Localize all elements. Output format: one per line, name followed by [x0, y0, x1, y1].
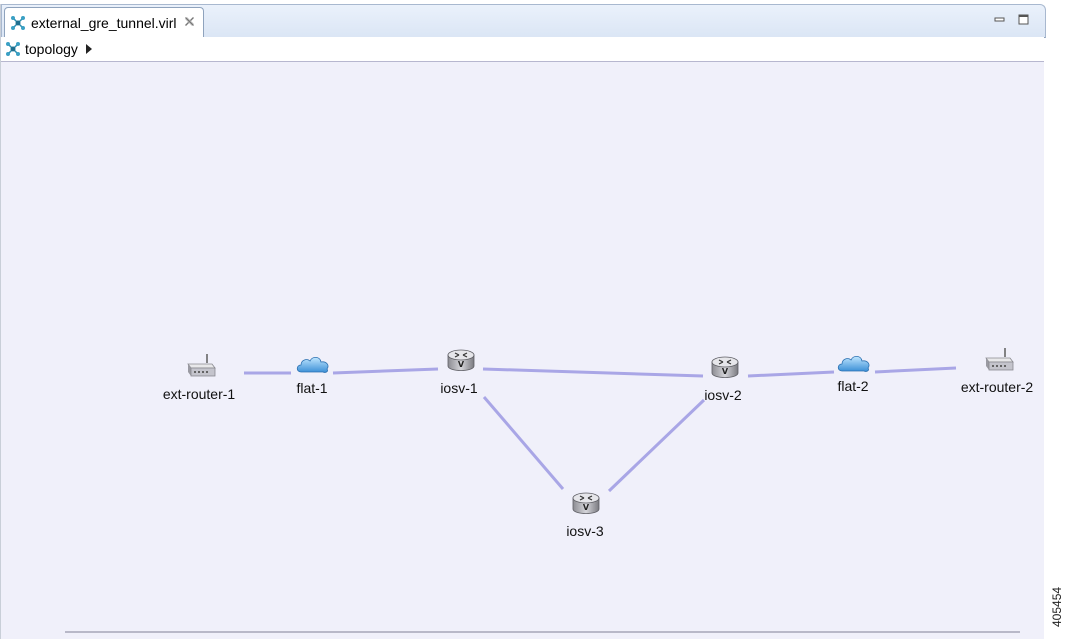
- figure-id: 405454: [1050, 586, 1064, 627]
- node-label: flat-1: [296, 380, 328, 396]
- horizontal-scrollbar[interactable]: [65, 631, 1020, 633]
- link-flat-1-iosv-1: [332, 367, 439, 375]
- tab-title: external_gre_tunnel.virl: [31, 15, 177, 31]
- minimize-icon[interactable]: [994, 12, 1005, 23]
- link-iosv-3-iosv-2: [607, 398, 706, 493]
- node-label: ext-router-1: [162, 386, 236, 402]
- topology-icon: [10, 15, 26, 31]
- external-router-icon: [985, 348, 1014, 371]
- node-flat-2[interactable]: [836, 352, 872, 374]
- node-label: flat-2: [837, 378, 869, 394]
- external-router-icon: [187, 354, 216, 377]
- link-iosv-1-iosv-3: [482, 396, 565, 490]
- topology-links: [244, 366, 957, 493]
- node-label: iosv-1: [440, 380, 478, 396]
- svg-text:V: V: [458, 360, 465, 369]
- node-iosv-3[interactable]: V: [571, 490, 601, 516]
- breadcrumb-topology[interactable]: topology: [25, 41, 78, 57]
- link-flat-2-ext-router-2: [874, 366, 957, 374]
- node-iosv-1[interactable]: V: [446, 347, 476, 373]
- topology-icon: [5, 41, 21, 57]
- node-ext-router-2[interactable]: [983, 346, 1015, 374]
- cloud-icon: [837, 355, 870, 372]
- cloud-icon: [296, 356, 329, 373]
- svg-text:V: V: [583, 503, 590, 512]
- maximize-icon[interactable]: [1018, 12, 1029, 25]
- editor-tab-bar: external_gre_tunnel.virl: [1, 4, 1046, 38]
- router-icon: V: [572, 492, 600, 514]
- editor-tab[interactable]: external_gre_tunnel.virl: [4, 7, 204, 38]
- link-iosv-2-flat-2: [747, 370, 835, 378]
- node-label: iosv-3: [566, 523, 604, 539]
- node-label: ext-router-2: [960, 379, 1034, 395]
- node-iosv-2[interactable]: V: [710, 354, 740, 380]
- chevron-right-icon[interactable]: [85, 44, 92, 54]
- router-icon: V: [447, 349, 475, 371]
- node-label: iosv-2: [704, 387, 742, 403]
- router-icon: V: [711, 356, 739, 378]
- editor-window: external_gre_tunnel.virl: [0, 4, 1046, 639]
- node-flat-1[interactable]: [295, 353, 331, 375]
- link-iosv-1-iosv-2: [482, 367, 704, 378]
- breadcrumb: topology: [1, 37, 1044, 62]
- topology-canvas[interactable]: ext-router-1 flat-1: [1, 62, 1044, 639]
- node-ext-router-1[interactable]: [185, 352, 217, 380]
- close-icon[interactable]: [184, 16, 195, 30]
- svg-text:V: V: [722, 367, 729, 376]
